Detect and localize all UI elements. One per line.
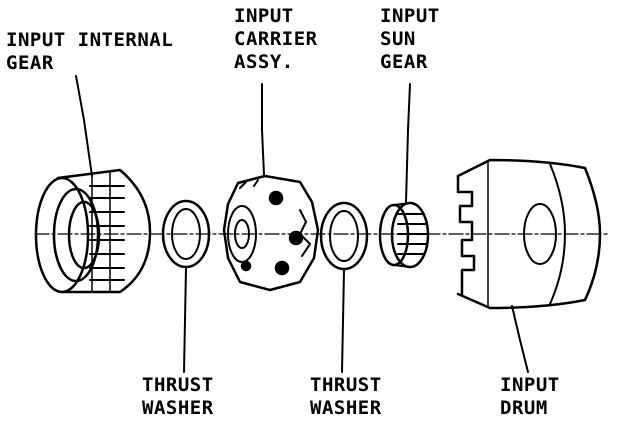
label-line: INPUT INTERNAL xyxy=(6,29,174,51)
label-input-drum: INPUT DRUM xyxy=(500,374,560,420)
label-line: SUN xyxy=(380,28,416,50)
label-line: GEAR xyxy=(380,51,428,73)
leader-lines xyxy=(75,75,529,373)
input-internal-gear xyxy=(34,168,152,294)
label-line: INPUT xyxy=(234,5,294,27)
label-line: THRUST xyxy=(310,374,382,396)
input-carrier-assy xyxy=(222,174,320,292)
thrust-washer-1 xyxy=(161,199,211,269)
label-line: WASHER xyxy=(142,397,214,419)
label-input-carrier-assy: INPUT CARRIER ASSY. xyxy=(234,5,318,74)
input-drum xyxy=(456,158,602,310)
label-line: CARRIER xyxy=(234,28,318,50)
label-line: ASSY. xyxy=(234,51,294,73)
label-input-sun-gear: INPUT SUN GEAR xyxy=(380,5,440,74)
label-line: DRUM xyxy=(500,397,548,419)
input-sun-gear xyxy=(378,201,430,269)
label-thrust-washer-1: THRUST WASHER xyxy=(142,374,214,420)
label-line: WASHER xyxy=(310,397,382,419)
label-input-internal-gear: INPUT INTERNAL GEAR xyxy=(6,29,173,75)
label-line: INPUT xyxy=(380,5,440,27)
thrust-washer-2 xyxy=(319,201,369,271)
label-thrust-washer-2: THRUST WASHER xyxy=(310,374,382,420)
label-line: GEAR xyxy=(6,52,54,74)
label-line: THRUST xyxy=(142,374,214,396)
label-line: INPUT xyxy=(500,374,560,396)
